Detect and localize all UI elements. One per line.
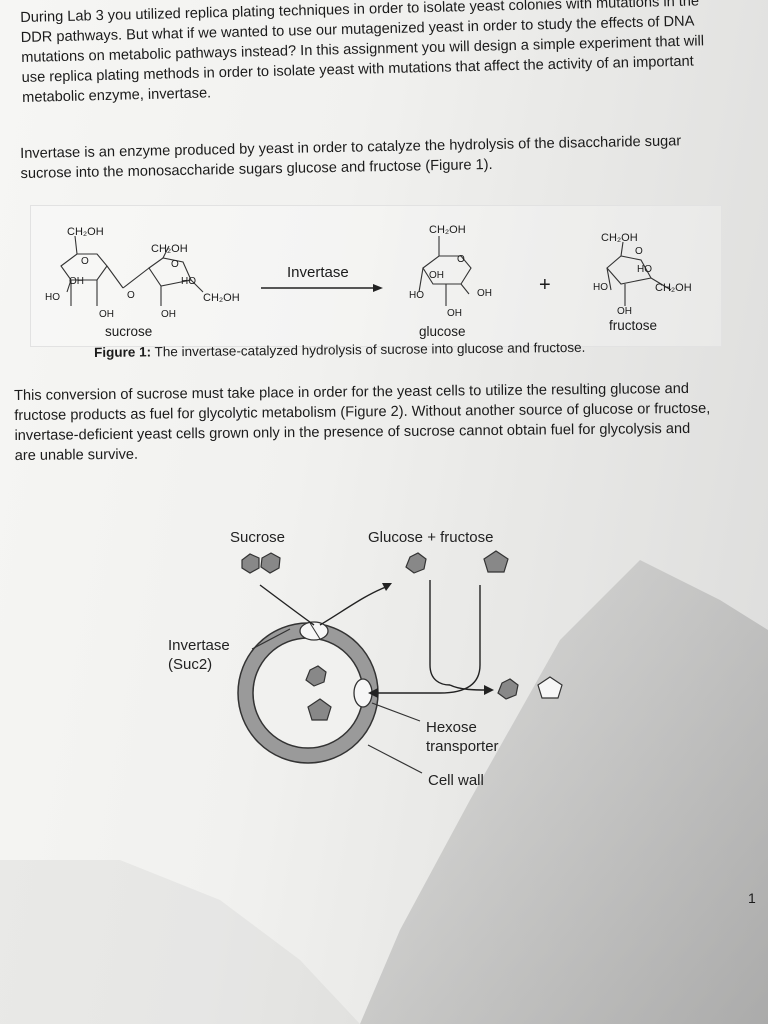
figure-1-caption-label: Figure 1: [94,344,152,360]
fructose-ho-ring: HO [637,264,652,275]
fig2-suc2-label: (Suc2) [168,656,213,673]
invertase-label: Invertase [287,264,349,281]
fructose-label: fructose [609,318,658,333]
sucrose-fructose-ring [148,257,192,287]
sucrose-o-2: O [171,259,179,270]
glucose-oh-ring: OH [429,270,444,281]
fructose-ring [606,255,652,285]
fig2-hexose-label: Hexose [426,719,477,736]
glucose-oh-right: OH [477,288,492,299]
fructose-ch2oh-1: CH₂OH [601,232,638,244]
sucrose-ch2oh-2: CH₂OH [151,243,188,255]
sucrose-oh-2: OH [161,309,176,320]
fig2-cell-wall-label: Cell wall [428,772,484,789]
sucrose-ch2oh-3: CH₂OH [203,292,240,304]
fructose-oh: OH [617,306,632,317]
internal-glucose-icon [305,665,327,687]
glucose-o: O [457,254,465,265]
figure-1-reaction: CH₂OH O CH₂OH O OH HO HO O CH₂OH OH OH s… [30,205,722,347]
sucrose-bridge-o: O [127,290,135,301]
outside-fructose-icon [537,676,563,699]
invertase-paragraph: Invertase is an enzyme produced by yeast… [20,133,682,182]
glucose-ch2oh: CH₂OH [429,224,466,236]
sucrose-to-invertase-arrow [259,584,315,626]
cell-interior [252,637,364,749]
glucose-molecule-icon [405,552,427,574]
fig2-transporter-label: transporter [426,738,499,755]
fructose-ch2oh-2: CH₂OH [655,282,692,294]
page-number: 1 [748,890,756,906]
sucrose-molecule-icon [241,552,281,574]
sucrose-label: sucrose [105,324,153,339]
intro-paragraph: During Lab 3 you utilized replica platin… [20,0,705,106]
glucose-oh-bottom: OH [447,308,462,319]
figure-1-caption-text: The invertase-catalyzed hydrolysis of su… [154,339,586,360]
fig2-glucose-fructose-label: Glucose + fructose [368,529,494,546]
yeast-cell-diagram [237,550,563,774]
sucrose-oh-ring: OH [69,276,84,287]
outside-glucose-icon [497,678,519,700]
sucrose-ch2oh-1: CH₂OH [67,226,104,238]
figure-2-yeast-cell: Sucrose Glucose + fructose Invertase (Su… [160,525,590,805]
glucose-label: glucose [419,324,466,339]
fructose-molecule-icon [483,550,509,573]
reaction-scheme [60,235,672,306]
fructose-ho: HO [593,282,608,293]
invertase-enzyme-icon [299,621,329,641]
plus-sign: + [539,274,551,296]
fig2-sucrose-label: Sucrose [230,529,286,546]
invertase-leader [251,628,291,650]
internal-fructose-icon [307,698,332,721]
glucose-uptake-arrow [429,580,451,686]
glucose-ho: HO [409,290,424,301]
sucrose-ho-ring: HO [181,276,196,287]
transporter-leader [371,702,421,722]
cell-wall-leader [367,744,423,774]
fig2-invertase-label: Invertase [168,637,230,654]
sucrose-ho: HO [45,292,60,303]
fructose-o: O [635,246,643,257]
conversion-paragraph: This conversion of sucrose must take pla… [14,380,711,464]
sucrose-o-1: O [81,256,89,267]
sucrose-oh-1: OH [99,309,114,320]
